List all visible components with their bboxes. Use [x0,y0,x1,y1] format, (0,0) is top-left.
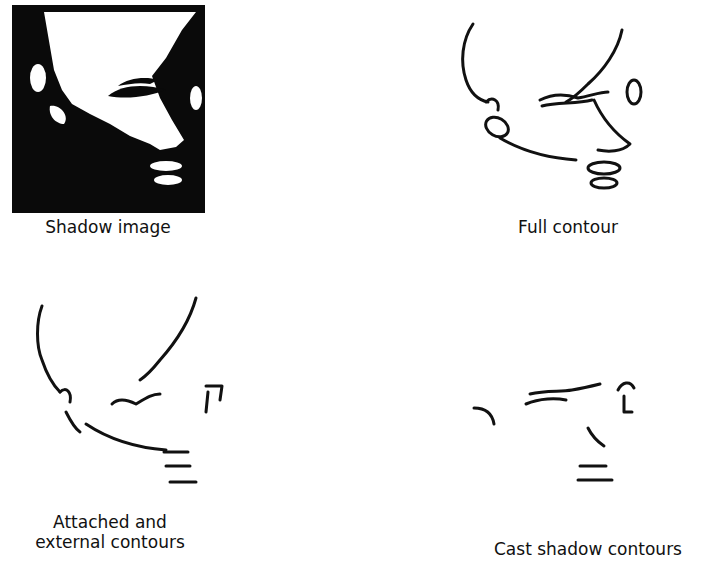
shadow-image [12,5,205,213]
full-contour [463,24,641,188]
panel-caption: Shadow image [8,218,208,238]
contour-line [474,408,494,424]
contour-line [526,399,566,404]
contour-line [566,30,622,102]
contour-line [594,100,630,151]
contour-line [38,306,61,392]
contour-line [624,396,632,412]
contour-line [580,465,606,468]
contour-line [618,383,634,390]
contour-line [170,481,196,484]
contour-line [112,394,160,404]
eye-shadow [108,86,166,98]
lit-lip [154,175,182,185]
contour-line [500,138,576,160]
panel-caption: Cast shadow contours [468,540,708,560]
contour-line [588,428,604,446]
contour-line [578,479,612,482]
brow-shadow [118,78,158,86]
contour-line [588,162,620,174]
contour-line [166,465,190,468]
contour-line [482,113,512,141]
attached-contours [38,298,223,482]
contour-line [486,99,498,110]
contour-line [530,384,600,394]
contour-line [542,100,592,106]
contour-line [627,80,641,104]
panel-caption: Attached and external contours [21,513,199,552]
contour-line [140,298,196,380]
panel-caption: Full contour [468,218,668,238]
contour-line [540,92,608,100]
lit-eye [190,86,202,110]
contour-line [66,412,80,432]
contour-line [164,451,188,454]
cast-shadow-contours [474,383,634,480]
lit-ear [30,64,46,92]
contour-line [60,390,70,402]
contour-line [591,178,617,188]
contour-line [86,424,166,450]
lit-lip [150,161,182,171]
lit-cheek [50,106,66,124]
contour-line [463,24,488,102]
shadow-ground [12,5,205,213]
lit-face [44,12,196,150]
contour-line [206,392,208,412]
